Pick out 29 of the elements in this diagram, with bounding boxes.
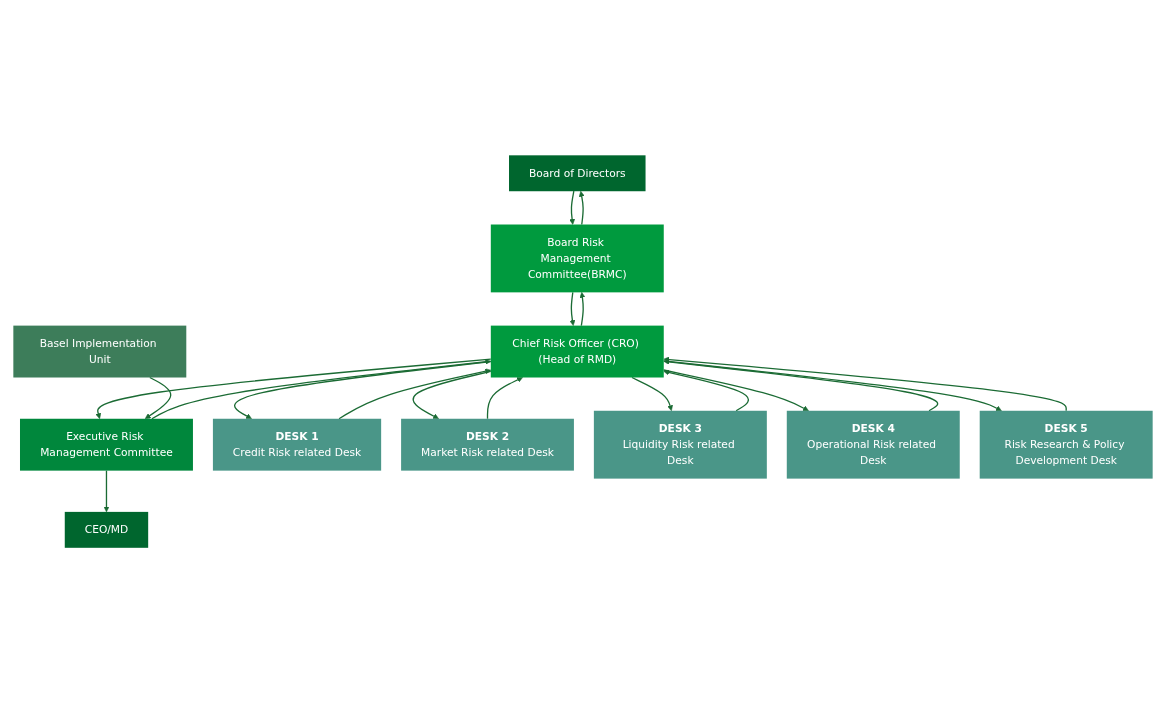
node-box: Executive Risk Management Committee [20,418,193,471]
arrow [486,377,523,420]
arrow [103,469,110,513]
arrow [578,190,585,226]
arrow [234,360,492,419]
arrow [338,368,492,420]
arrow [569,291,576,326]
node-box: CEO/MD [64,511,149,548]
arrow [663,369,809,411]
arrow [631,376,673,411]
arrow [144,376,172,419]
arrow [412,370,492,419]
arrow [569,190,575,225]
node-box: DESK 5 Risk Research & Policy Development Desk [979,410,1153,479]
node-box: Board of Directors [509,155,646,192]
node-box: Basel Implementation Unit [13,325,187,378]
arrow [151,358,492,420]
node-box: Board Risk Management Committee(BRMC) [490,224,664,293]
arrow [95,358,492,419]
arrow [663,358,939,412]
node-box: DESK 2 Market Risk related Desk [401,418,574,471]
node-box: DESK 1 Credit Risk related Desk [212,418,382,471]
arrow [663,360,1002,411]
arrow [579,292,586,327]
node-box: Chief Risk Officer (CRO) (Head of RMD) [490,325,664,378]
arrow [663,356,1067,412]
node-box: DESK 3 Liquidity Risk related Desk [593,410,767,479]
arrow [663,369,750,412]
node-box: DESK 4 Operational Risk related Desk [786,410,960,479]
